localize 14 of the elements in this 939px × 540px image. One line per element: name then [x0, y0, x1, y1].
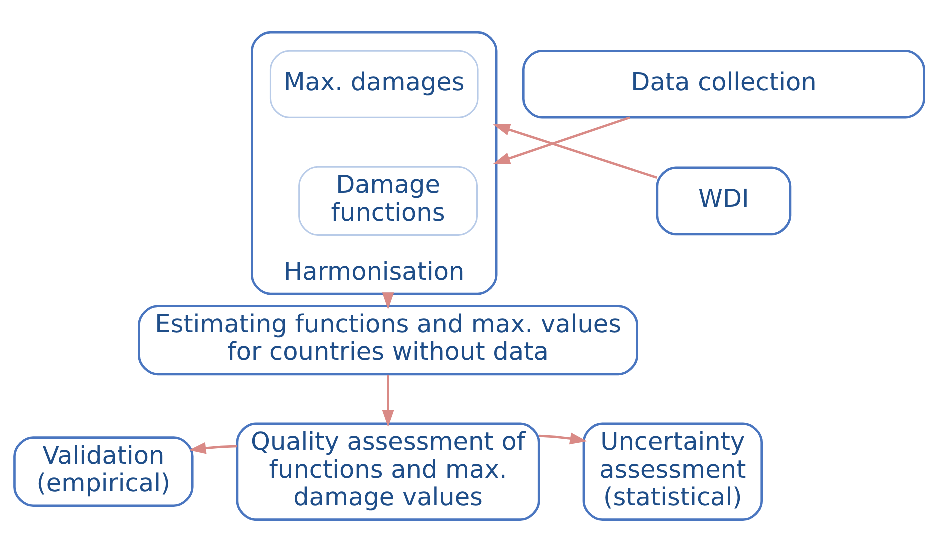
node-box: Uncertainty assessment (statistical): [582, 422, 763, 521]
node-box: Validation (empirical): [14, 436, 194, 508]
arrow: [382, 374, 394, 428]
node-box: Damage functions: [298, 166, 478, 236]
node-box: WDI: [656, 166, 792, 236]
arrow: [539, 432, 588, 445]
arrow: [493, 116, 630, 164]
arrow: [382, 292, 394, 310]
arrow: [189, 442, 237, 454]
node-box: Data collection: [522, 50, 926, 119]
node-box: Quality assessment of functions and max. damage values: [236, 422, 540, 521]
arrow: [493, 124, 658, 179]
node-box: Max. damages: [270, 50, 479, 118]
node-box: Estimating functions and max. values for countries without data: [138, 305, 638, 376]
